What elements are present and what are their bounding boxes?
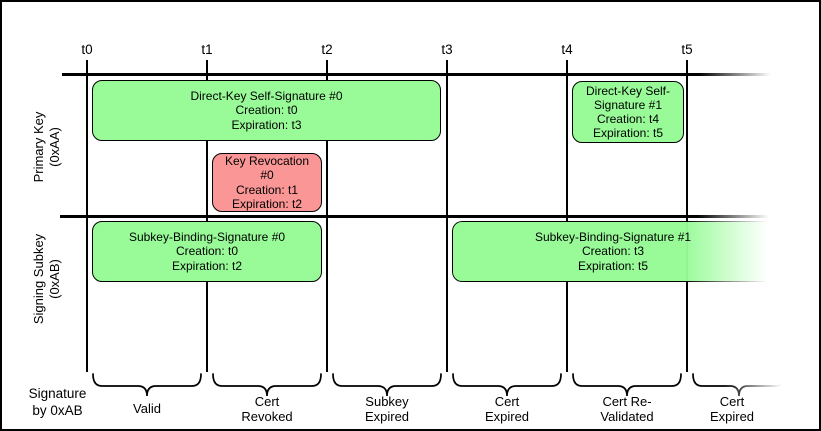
primary-key-track-line (62, 73, 778, 76)
box-title: Subkey-Binding-Signature #0 (128, 229, 286, 244)
tick-label-t5: t5 (681, 42, 693, 57)
tick-label-t3: t3 (441, 42, 453, 57)
box-expiration: Expiration: t5 (592, 126, 664, 140)
box-creation: Creation: t3 (581, 244, 645, 259)
box-title: Key Revocation #0 (224, 153, 310, 183)
period-label-cert-expired: Cert Expired (484, 394, 530, 424)
direct-key-self-signature-0-box: Direct-Key Self-Signature #0 Creation: t… (92, 80, 441, 141)
tick-label-t2: t2 (321, 42, 333, 57)
subkey-binding-signature-1-box: Subkey-Binding-Signature #1 Creation: t3… (452, 221, 774, 282)
box-expiration: Expiration: t2 (171, 258, 243, 273)
box-creation: Creation: t0 (175, 244, 239, 259)
period-label-cert-revoked: Cert Revoked (241, 394, 293, 424)
box-creation: Creation: t0 (235, 103, 298, 118)
period-label-cert-revalidated: Cert Re- Validated (600, 394, 654, 424)
box-expiration: Expiration: t5 (577, 258, 649, 273)
tick-label-t4: t4 (561, 42, 573, 57)
box-expiration: Expiration: t2 (231, 197, 303, 211)
box-title: Subkey-Binding-Signature #1 (534, 229, 692, 244)
direct-key-self-signature-1-box: Direct-Key Self-Signature #1 Creation: t… (572, 81, 684, 143)
subkey-binding-signature-0-box: Subkey-Binding-Signature #0 Creation: t0… (92, 221, 322, 282)
box-creation: Creation: t4 (596, 112, 660, 126)
period-label-valid: Valid (133, 401, 161, 417)
tick-label-t0: t0 (81, 42, 93, 57)
signature-by-0xab-label: Signature by 0xAB (28, 386, 87, 418)
signing-subkey-track-label: Signing Subkey (0xAB) (31, 233, 62, 325)
box-title: Direct-Key Self-Signature #1 (585, 84, 671, 112)
box-creation: Creation: t1 (235, 182, 299, 197)
tick-label-t1: t1 (201, 42, 213, 57)
primary-key-track-label: Primary Key (0xAA) (31, 111, 62, 183)
period-label-subkey-expired: Subkey Expired (364, 394, 410, 424)
period-label-cert-expired-2: Cert Expired (709, 394, 755, 424)
key-revocation-0-box: Key Revocation #0 Creation: t1 Expiratio… (212, 153, 322, 212)
signing-subkey-track-line (60, 215, 776, 218)
box-expiration: Expiration: t3 (231, 117, 302, 132)
box-title: Direct-Key Self-Signature #0 (190, 88, 343, 103)
